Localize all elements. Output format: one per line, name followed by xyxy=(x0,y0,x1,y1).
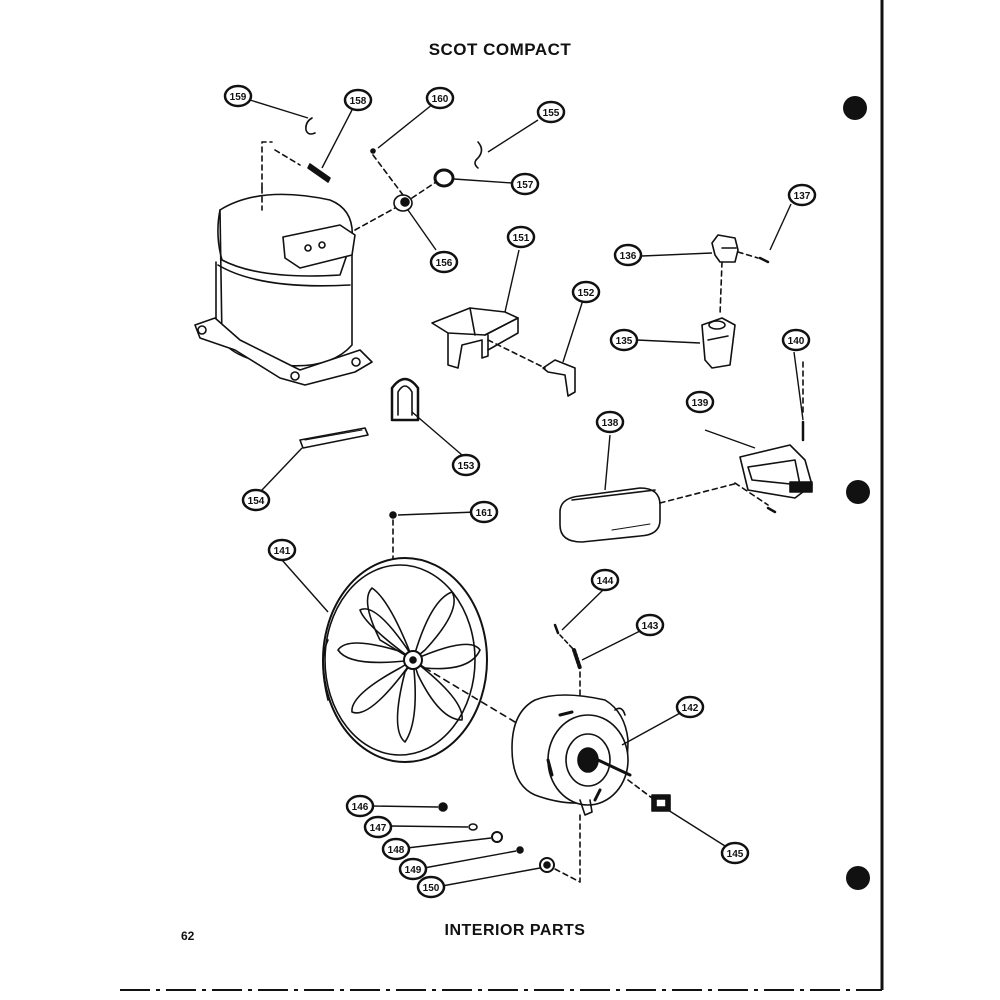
callout-150: 150 xyxy=(416,875,446,899)
callout-157: 157 xyxy=(510,172,540,196)
callout-135-label: 135 xyxy=(616,336,633,347)
callout-138: 138 xyxy=(595,410,625,434)
callout-152: 152 xyxy=(571,280,601,304)
bracket-part-139 xyxy=(734,444,813,514)
callout-142-label: 142 xyxy=(682,703,699,714)
binding-hole-top xyxy=(843,96,867,120)
bracket-part-145 xyxy=(627,779,671,812)
callout-154-label: 154 xyxy=(248,496,265,507)
callout-153-label: 153 xyxy=(458,461,475,472)
leader-lines xyxy=(249,99,804,887)
clip-part-159 xyxy=(305,117,316,135)
callout-149-label: 149 xyxy=(405,865,422,876)
gasket-part-153 xyxy=(390,377,420,422)
callout-140-label: 140 xyxy=(788,336,805,347)
callout-137-label: 137 xyxy=(794,191,811,202)
callout-158-label: 158 xyxy=(350,96,367,107)
binding-holes xyxy=(843,96,870,890)
callout-158: 158 xyxy=(343,88,373,112)
callout-154: 154 xyxy=(241,488,271,512)
diagram-title: SCOT COMPACT xyxy=(428,40,572,59)
grommet-part-156 xyxy=(393,194,413,212)
callout-136-label: 136 xyxy=(620,251,637,262)
callout-147-label: 147 xyxy=(370,823,387,834)
callout-138-label: 138 xyxy=(602,418,619,429)
callout-135: 135 xyxy=(609,328,639,352)
callout-143: 143 xyxy=(635,613,665,637)
callout-155-label: 155 xyxy=(543,108,560,119)
callout-160-label: 160 xyxy=(432,94,449,105)
capacitor-part-138 xyxy=(559,482,739,543)
callout-146: 146 xyxy=(345,794,375,818)
fan-blade-part-141 xyxy=(322,557,521,763)
callout-137: 137 xyxy=(787,183,817,207)
callouts: 159 158 160 155 157 156 151 152 136 137 … xyxy=(223,84,817,899)
callout-149: 149 xyxy=(398,857,428,881)
section-title: INTERIOR PARTS xyxy=(444,922,586,939)
callout-139: 139 xyxy=(685,390,715,414)
binding-hole-bottom xyxy=(846,866,870,890)
strip-part-154 xyxy=(299,427,369,449)
callout-161-label: 161 xyxy=(476,508,493,519)
page-number: 62 xyxy=(181,929,195,943)
callout-143-label: 143 xyxy=(642,621,659,632)
callout-145-label: 145 xyxy=(727,849,744,860)
hardware-stack xyxy=(438,802,581,883)
callout-139-label: 139 xyxy=(692,398,709,409)
callout-151: 151 xyxy=(506,225,536,249)
callout-152-label: 152 xyxy=(578,288,595,299)
callout-146-label: 146 xyxy=(352,802,369,813)
screw-part-160 xyxy=(370,148,376,154)
ring-part-157 xyxy=(433,168,455,188)
binding-hole-middle xyxy=(846,480,870,504)
pin-part-158 xyxy=(307,163,331,183)
callout-141: 141 xyxy=(267,538,297,562)
callout-153: 153 xyxy=(451,453,481,477)
callout-150-label: 150 xyxy=(423,883,440,894)
cap-part-136 xyxy=(711,234,739,263)
callout-136: 136 xyxy=(613,243,643,267)
callout-147: 147 xyxy=(363,815,393,839)
callout-156: 156 xyxy=(429,250,459,274)
callout-151-label: 151 xyxy=(513,233,530,244)
bracket-part-152 xyxy=(542,359,576,397)
callout-148: 148 xyxy=(381,837,411,861)
motor-part-142 xyxy=(511,694,632,816)
cover-part-151 xyxy=(431,307,519,369)
callout-148-label: 148 xyxy=(388,845,405,856)
callout-144: 144 xyxy=(590,568,620,592)
page-border xyxy=(120,0,884,991)
callout-159-label: 159 xyxy=(230,92,247,103)
relay-part-135 xyxy=(701,317,736,369)
callout-140: 140 xyxy=(781,328,811,352)
callout-159: 159 xyxy=(223,84,253,108)
callout-161: 161 xyxy=(469,500,499,524)
wire-part-155 xyxy=(474,141,483,169)
compressor-drawing xyxy=(194,141,373,386)
callout-145: 145 xyxy=(720,841,750,865)
callout-157-label: 157 xyxy=(517,180,534,191)
callout-155: 155 xyxy=(536,100,566,124)
screw-part-144 xyxy=(553,623,560,635)
spring-part-143 xyxy=(559,634,582,701)
screw-part-137 xyxy=(758,256,770,264)
callout-160: 160 xyxy=(425,86,455,110)
callout-142: 142 xyxy=(675,695,705,719)
callout-141-label: 141 xyxy=(274,546,291,557)
callout-144-label: 144 xyxy=(597,576,614,587)
callout-156-label: 156 xyxy=(436,258,453,269)
